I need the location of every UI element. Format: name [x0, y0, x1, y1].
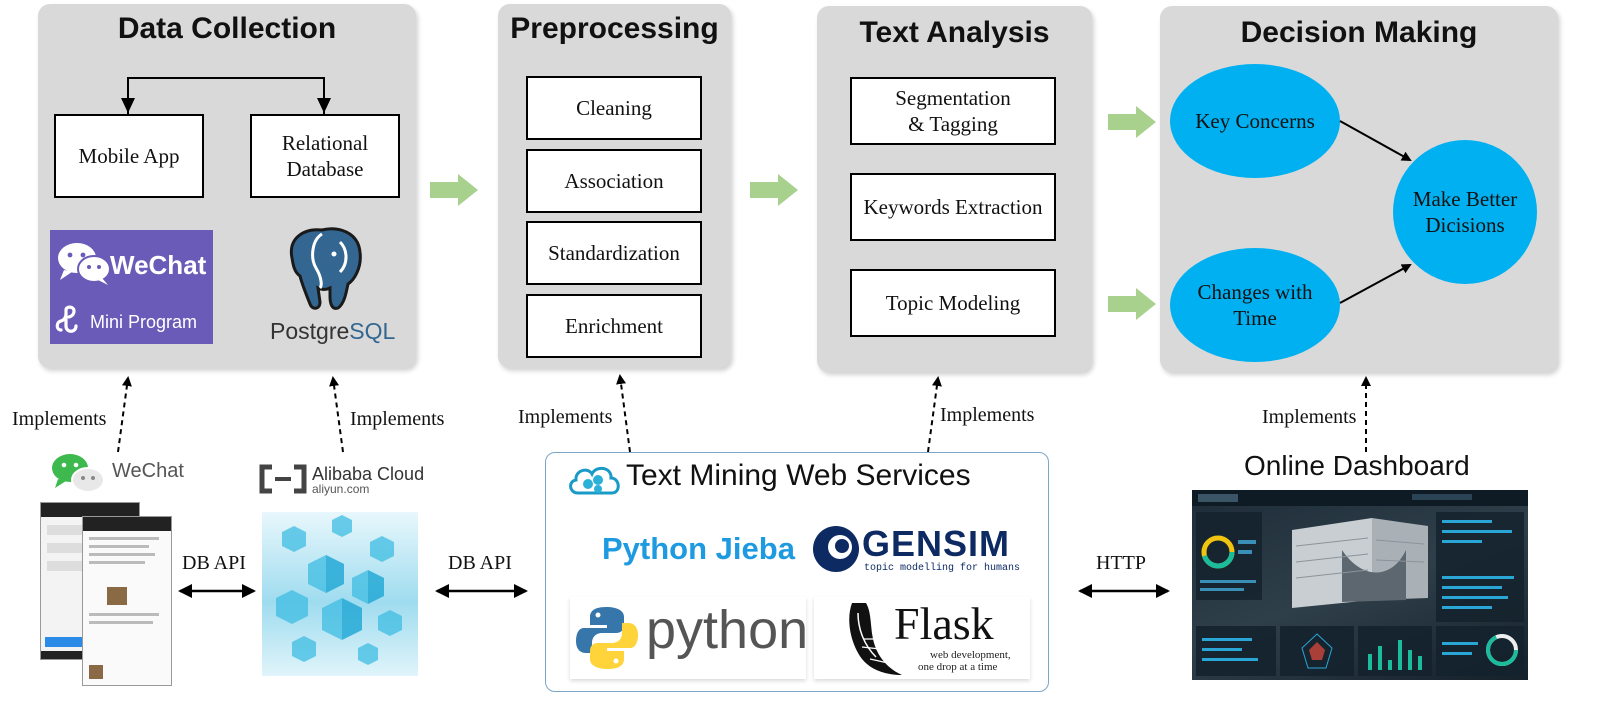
phone-front-line-1: [89, 537, 159, 540]
phone-back-header: [41, 503, 139, 517]
postgresql-logo: PostgreSQL: [268, 224, 395, 348]
node-key-concerns: Key Concerns: [1170, 64, 1340, 178]
python-logo-text: python: [646, 600, 809, 660]
panel-title-text-analysis: Text Analysis: [859, 16, 1050, 49]
db-api-label-right: DB API: [448, 552, 512, 574]
python-snakes-icon: [576, 607, 638, 669]
implements-label-services-text: Implements: [940, 404, 1035, 426]
wechat-mini-program-logo: WeChat Mini Program: [50, 230, 213, 344]
implements-arrow-services-text: [927, 376, 942, 453]
phone-front-line-3: [89, 553, 155, 556]
cloud-services-icon: [569, 466, 620, 495]
python-jieba-logo: Python Jieba: [602, 531, 795, 566]
box-standardization: Standardization: [526, 221, 702, 285]
phone-back-button: [45, 637, 89, 647]
flow-arrow-1: [430, 174, 478, 206]
alibaba-cloud-graphic: [262, 512, 418, 676]
online-dashboard-title: Online Dashboard: [1244, 450, 1470, 481]
phone-front-line-4: [89, 561, 145, 564]
panel-title-decision-making: Decision Making: [1240, 16, 1478, 49]
panel-title-preprocessing: Preprocessing: [510, 12, 719, 45]
box-enrichment: Enrichment: [526, 294, 702, 358]
dashboard-screenshot: [1192, 490, 1528, 680]
wechat-bubbles-icon: [58, 243, 111, 285]
box-relational-database: Relational Database: [250, 114, 400, 198]
python-logo: python: [570, 597, 809, 679]
flask-logo: Flask web development, one drop at a tim…: [814, 597, 1030, 679]
implements-label-alibaba: Implements: [350, 408, 445, 430]
node-make-better-decisions: Make Better Dicisions: [1393, 140, 1537, 284]
implements-label-services-pre: Implements: [518, 406, 613, 428]
gensim-emblem-icon: [813, 526, 859, 572]
box-mobile-app: Mobile App: [54, 114, 204, 198]
node-changes-with-time: Changes with Time: [1170, 248, 1340, 362]
db-api-label-left: DB API: [182, 552, 246, 574]
flask-logo-text: Flask: [894, 598, 994, 649]
postgresql-text-prefix: Postgre: [270, 318, 350, 344]
alibaba-cloud-domain: aliyun.com: [312, 482, 370, 496]
gensim-tagline: topic modelling for humans: [864, 563, 1021, 574]
text-mining-web-services-panel: Text Mining Web Services Python Jieba GE…: [545, 452, 1049, 692]
flow-arrow-2: [750, 174, 798, 206]
implements-arrow-services-pre: [616, 374, 631, 453]
box-association: Association: [526, 149, 702, 213]
wechat-app-label: WeChat: [112, 460, 184, 482]
phone-front-photo-2: [89, 665, 103, 679]
implements-label-dashboard: Implements: [1262, 406, 1357, 428]
flow-arrow-4: [1108, 288, 1156, 320]
arrow-changes-to-decision: [1339, 264, 1412, 304]
mini-program-text: Mini Program: [90, 312, 198, 332]
implements-arrow-alibaba: [329, 376, 344, 453]
wechat-app-icon: [52, 454, 105, 493]
cubes-graphic: [276, 515, 402, 665]
flask-horn-icon: [849, 603, 902, 675]
flask-tagline-2: one drop at a time: [918, 661, 998, 673]
postgresql-text: PostgreSQL: [270, 318, 395, 345]
implements-label-wechat: Implements: [12, 408, 107, 430]
arrow-key-concerns-to-decision: [1339, 120, 1412, 161]
services-title: Text Mining Web Services: [626, 459, 971, 492]
implements-arrow-wechat: [117, 376, 132, 453]
gensim-logo-text: GENSIM: [862, 523, 1011, 564]
mini-program-icon: [55, 305, 78, 333]
phone-back-row-3: [47, 561, 87, 571]
phone-front-header: [83, 517, 171, 531]
wechat-logo-text: WeChat: [110, 250, 207, 280]
gensim-logo: GENSIM topic modelling for humans: [810, 523, 1020, 579]
flow-arrow-3: [1108, 106, 1156, 138]
box-keywords-extraction: Keywords Extraction: [850, 173, 1056, 241]
phone-front-line-5: [89, 613, 159, 616]
box-segmentation-tagging: Segmentation & Tagging: [850, 77, 1056, 145]
flask-tagline-1: web development,: [930, 649, 1011, 661]
elephant-icon: [289, 227, 362, 310]
phone-front-photo-1: [107, 587, 127, 605]
data-collection-bracket-arrow: [121, 77, 331, 114]
postgresql-text-suffix: SQL: [349, 318, 396, 344]
panel-title-data-collection: Data Collection: [117, 12, 337, 45]
phone-front-line-6: [89, 621, 153, 624]
alibaba-cloud-icon: [259, 464, 307, 494]
box-cleaning: Cleaning: [526, 76, 702, 140]
phone-screenshot-front: [82, 516, 172, 686]
http-label: HTTP: [1096, 552, 1146, 574]
phone-back-row-2: [47, 543, 87, 553]
phone-front-line-2: [89, 545, 149, 548]
dashboard-graphic: [1192, 490, 1528, 676]
alibaba-cloud-name: Alibaba Cloud: [312, 464, 425, 484]
box-topic-modeling: Topic Modeling: [850, 269, 1056, 337]
phone-back-row-1: [47, 525, 87, 535]
